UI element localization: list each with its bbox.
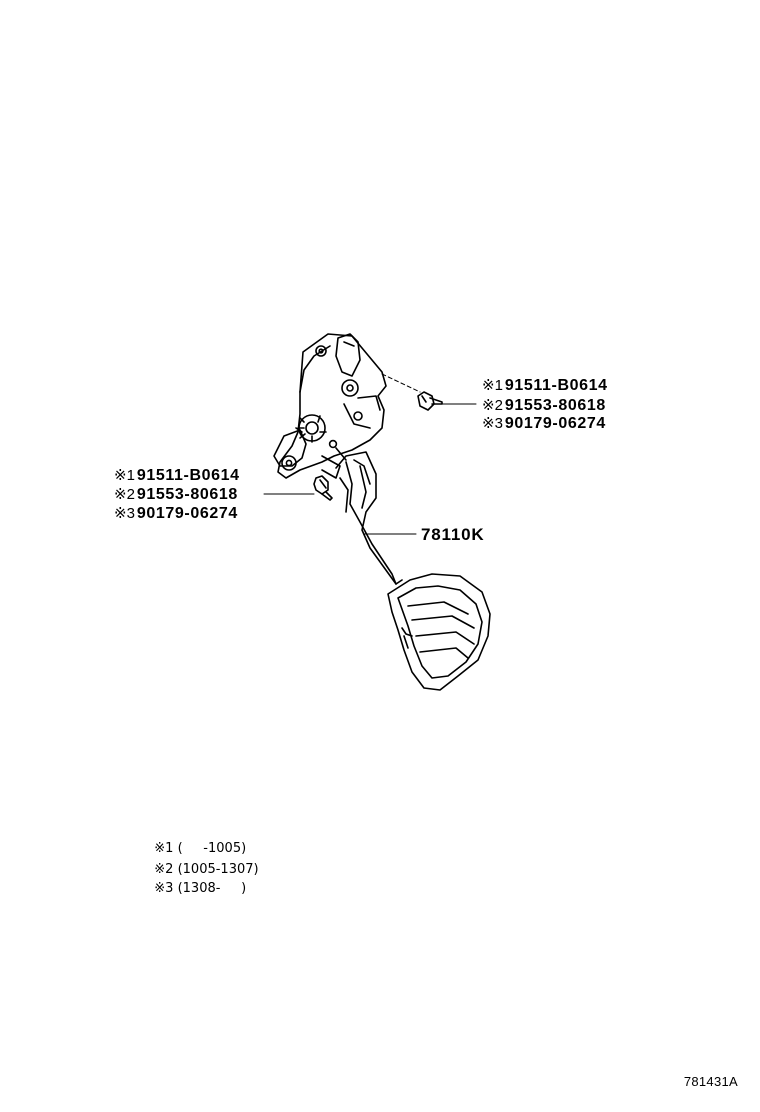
pedal-arm	[335, 451, 403, 585]
leader-line-right-dashed	[381, 373, 421, 393]
legend-row-1: ※1 ( -1005)	[146, 822, 246, 858]
marker: ※3	[114, 505, 135, 522]
legend-range: ( -1005)	[177, 841, 247, 856]
part-number: 90179-06274	[504, 415, 606, 432]
marker: ※1	[114, 467, 135, 484]
marker: ※2	[482, 397, 503, 414]
legend-marker: ※3	[154, 881, 174, 896]
bolt-right	[417, 391, 443, 411]
marker: ※2	[114, 486, 135, 503]
part-number: 91553-80618	[504, 397, 606, 414]
marker: ※1	[482, 377, 503, 394]
part-number: 90179-06274	[136, 505, 238, 522]
callout-pedal-assembly: 78110K	[421, 525, 485, 544]
bolt-left	[313, 475, 333, 501]
figure-code: 781431A	[683, 1074, 738, 1089]
legend-range: (1308- )	[177, 881, 247, 896]
pedal-bracket	[273, 333, 387, 479]
legend-row-3: ※3 (1308- )	[146, 862, 246, 898]
pedal-pad	[387, 573, 491, 691]
marker: ※3	[482, 415, 503, 432]
legend-range: (1005-1307)	[177, 862, 259, 877]
part-number: 91511-B0614	[136, 467, 240, 484]
legend-marker: ※1	[154, 841, 174, 856]
legend-row-2: ※2 (1005-1307)	[146, 843, 259, 879]
legend-marker: ※2	[154, 862, 174, 877]
part-number: 91511-B0614	[504, 377, 608, 394]
part-number: 91553-80618	[136, 486, 238, 503]
